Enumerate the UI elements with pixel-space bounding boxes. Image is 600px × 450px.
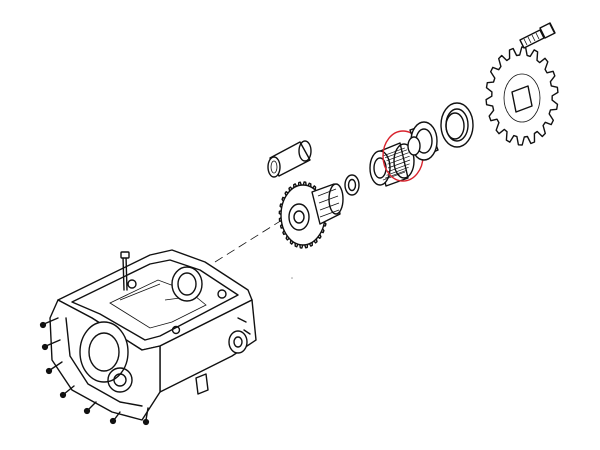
mainshaft-gear	[278, 181, 344, 249]
sprocket-hub-ring	[503, 73, 541, 123]
assembly-axis	[214, 219, 283, 263]
needle-roller	[386, 166, 409, 176]
needle-roller	[387, 163, 410, 173]
needle-roller	[387, 159, 411, 169]
sprocket	[485, 46, 559, 146]
needle-roller	[384, 149, 408, 159]
needle-roller	[384, 169, 408, 179]
housing-studs	[39, 317, 150, 426]
needle-roller	[382, 171, 406, 181]
gearbox-housing	[39, 249, 257, 426]
sleeve	[267, 140, 312, 178]
needle-roller	[387, 155, 410, 165]
oil-seal	[440, 102, 474, 148]
needle-roller	[382, 147, 406, 157]
needle-bearing	[369, 142, 415, 187]
needle-roller	[386, 152, 409, 162]
oil-seal-retainer	[407, 121, 439, 161]
stud	[120, 251, 130, 291]
thrust-washer	[344, 174, 360, 196]
sprocket-bolt	[519, 22, 556, 49]
speck	[291, 277, 293, 279]
